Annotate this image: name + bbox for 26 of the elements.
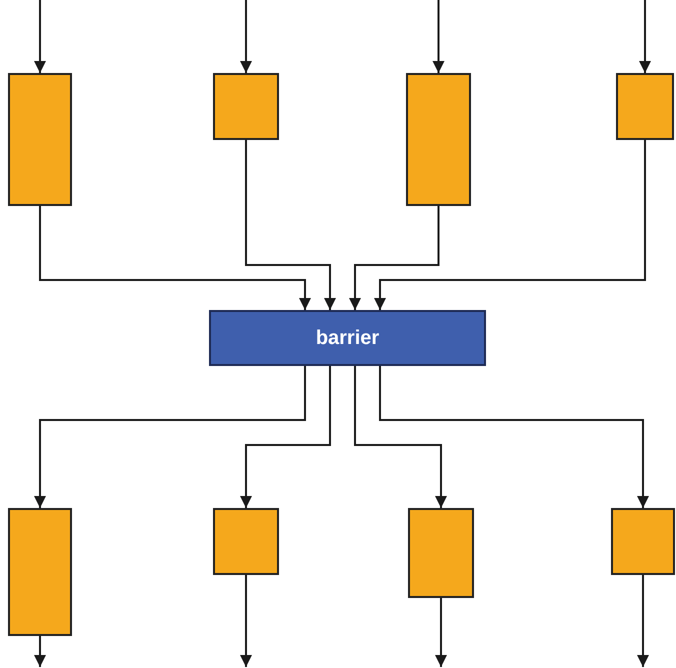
empty-box	[611, 508, 675, 575]
arrow	[379, 366, 649, 508]
empty-box	[8, 73, 72, 206]
arrow	[34, 636, 46, 667]
arrow	[39, 206, 311, 310]
process-box	[209, 310, 486, 366]
arrow	[349, 206, 440, 310]
arrow	[639, 0, 651, 73]
arrow	[34, 0, 46, 73]
arrow	[354, 366, 447, 508]
empty-box	[406, 73, 471, 206]
arrow	[435, 598, 447, 667]
arrow	[240, 366, 331, 508]
empty-box	[213, 508, 279, 575]
empty-box	[8, 508, 72, 636]
arrow	[245, 140, 336, 310]
empty-box	[616, 73, 674, 140]
empty-box	[213, 73, 279, 140]
arrow	[374, 140, 646, 310]
arrow	[432, 0, 444, 73]
arrow	[637, 575, 649, 667]
arrow	[240, 575, 252, 667]
empty-box	[408, 508, 474, 598]
box-label: barrier	[316, 326, 380, 351]
arrow	[240, 0, 252, 73]
arrow	[34, 366, 306, 508]
